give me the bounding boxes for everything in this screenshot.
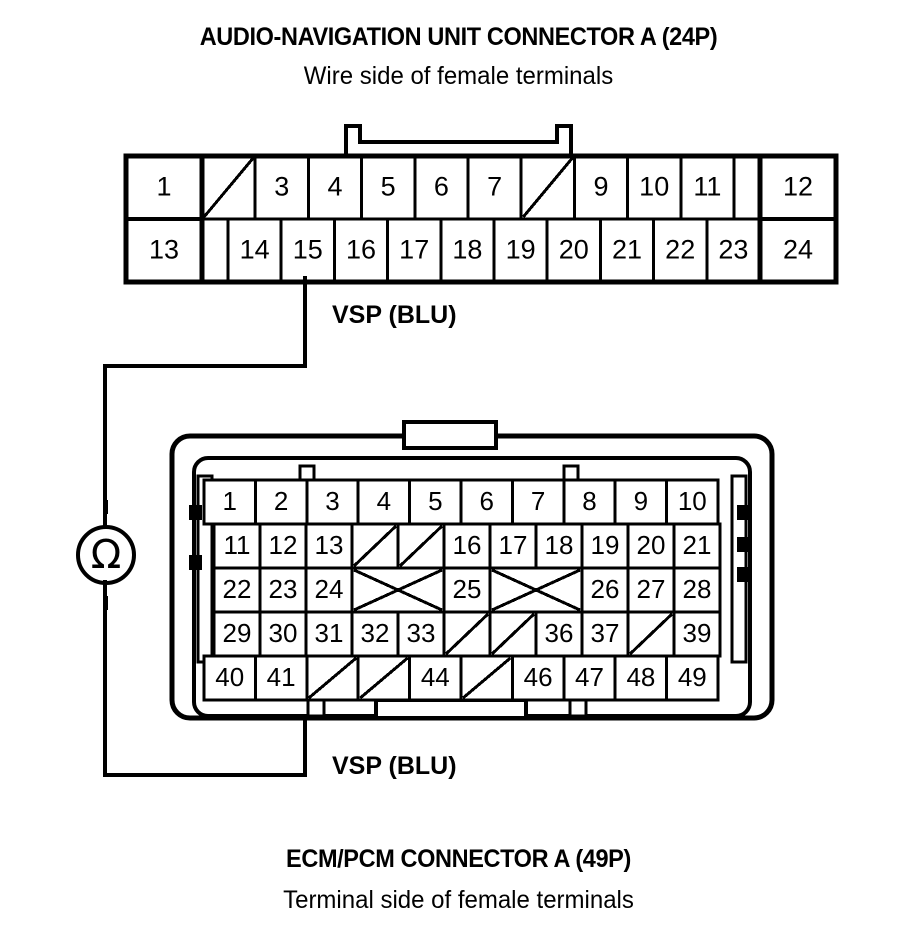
svg-text:19: 19 bbox=[591, 530, 620, 560]
svg-text:15: 15 bbox=[293, 235, 323, 265]
svg-text:40: 40 bbox=[215, 662, 244, 692]
svg-text:18: 18 bbox=[545, 530, 574, 560]
vsp-wire-top bbox=[60, 268, 360, 558]
vsp-wire-bottom bbox=[60, 580, 380, 800]
svg-text:44: 44 bbox=[421, 662, 450, 692]
svg-text:1: 1 bbox=[222, 486, 236, 516]
svg-text:16: 16 bbox=[453, 530, 482, 560]
svg-text:24: 24 bbox=[315, 574, 344, 604]
svg-text:27: 27 bbox=[637, 574, 666, 604]
top-connector-title: AUDIO-NAVIGATION UNIT CONNECTOR A (24P) bbox=[199, 23, 718, 51]
svg-text:22: 22 bbox=[665, 235, 695, 265]
vsp-label-top: VSP (BLU) bbox=[332, 301, 457, 329]
svg-text:1: 1 bbox=[156, 172, 171, 202]
svg-text:11: 11 bbox=[693, 172, 721, 202]
svg-text:20: 20 bbox=[637, 530, 666, 560]
svg-text:25: 25 bbox=[453, 574, 482, 604]
svg-text:7: 7 bbox=[531, 486, 545, 516]
svg-text:17: 17 bbox=[499, 530, 528, 560]
svg-text:8: 8 bbox=[582, 486, 596, 516]
svg-text:17: 17 bbox=[399, 235, 429, 265]
svg-text:21: 21 bbox=[612, 235, 642, 265]
vsp-label-bottom: VSP (BLU) bbox=[332, 752, 457, 780]
svg-text:2: 2 bbox=[274, 486, 288, 516]
svg-text:9: 9 bbox=[593, 172, 608, 202]
svg-text:22: 22 bbox=[223, 574, 252, 604]
svg-text:Ω: Ω bbox=[91, 532, 122, 578]
svg-text:21: 21 bbox=[683, 530, 712, 560]
svg-text:41: 41 bbox=[267, 662, 296, 692]
svg-text:5: 5 bbox=[428, 486, 442, 516]
svg-text:23: 23 bbox=[718, 235, 748, 265]
top-connector-subtitle: Wire side of female terminals bbox=[303, 62, 614, 90]
svg-text:18: 18 bbox=[452, 235, 482, 265]
svg-text:16: 16 bbox=[346, 235, 376, 265]
svg-text:37: 37 bbox=[591, 618, 620, 648]
svg-text:4: 4 bbox=[377, 486, 391, 516]
svg-text:33: 33 bbox=[407, 618, 436, 648]
bottom-connector-subtitle: Terminal side of female terminals bbox=[283, 886, 634, 914]
svg-text:32: 32 bbox=[361, 618, 390, 648]
svg-text:26: 26 bbox=[591, 574, 620, 604]
svg-text:46: 46 bbox=[524, 662, 553, 692]
svg-text:3: 3 bbox=[325, 486, 339, 516]
svg-text:29: 29 bbox=[223, 618, 252, 648]
svg-text:36: 36 bbox=[545, 618, 574, 648]
svg-text:6: 6 bbox=[479, 486, 493, 516]
svg-text:13: 13 bbox=[315, 530, 344, 560]
svg-text:12: 12 bbox=[783, 172, 813, 202]
svg-text:31: 31 bbox=[315, 618, 344, 648]
bottom-connector-title: ECM/PCM CONNECTOR A (49P) bbox=[286, 845, 631, 873]
svg-text:14: 14 bbox=[240, 235, 270, 265]
svg-text:47: 47 bbox=[575, 662, 604, 692]
svg-text:10: 10 bbox=[678, 486, 707, 516]
svg-text:6: 6 bbox=[434, 172, 449, 202]
svg-text:30: 30 bbox=[269, 618, 298, 648]
svg-text:48: 48 bbox=[626, 662, 655, 692]
svg-text:39: 39 bbox=[683, 618, 712, 648]
svg-text:5: 5 bbox=[381, 172, 396, 202]
svg-text:10: 10 bbox=[639, 172, 669, 202]
svg-text:7: 7 bbox=[487, 172, 502, 202]
svg-text:12: 12 bbox=[269, 530, 298, 560]
audio-navigation-connector-24p[interactable]: 1 12 3 4 5 6 7 9 10 11 13 24 14 15 16 17 18 19 20 21 22 23 bbox=[120, 124, 850, 298]
svg-text:13: 13 bbox=[149, 235, 179, 265]
svg-text:11: 11 bbox=[224, 530, 251, 560]
svg-text:28: 28 bbox=[683, 574, 712, 604]
svg-text:23: 23 bbox=[269, 574, 298, 604]
svg-text:4: 4 bbox=[327, 172, 342, 202]
svg-text:19: 19 bbox=[506, 235, 536, 265]
svg-text:20: 20 bbox=[559, 235, 589, 265]
svg-text:49: 49 bbox=[678, 662, 707, 692]
svg-text:24: 24 bbox=[783, 235, 813, 265]
svg-text:3: 3 bbox=[274, 172, 289, 202]
svg-text:9: 9 bbox=[634, 486, 648, 516]
